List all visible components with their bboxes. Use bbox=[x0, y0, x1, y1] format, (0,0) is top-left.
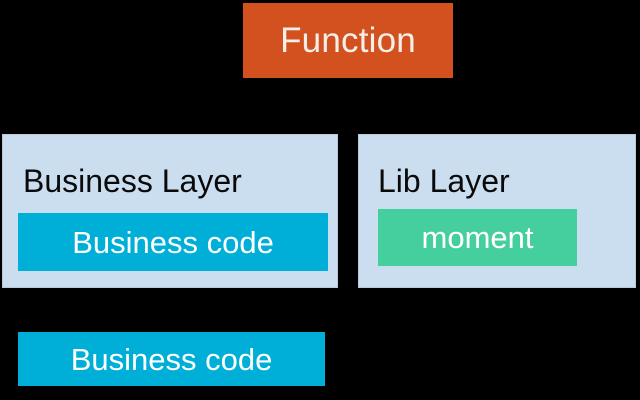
business-code-standalone-chip-label: Business code bbox=[70, 341, 273, 377]
business-layer-panel[interactable]: Business Layer Business code bbox=[2, 134, 338, 288]
moment-chip-label: moment bbox=[421, 220, 534, 255]
business-code-standalone-chip[interactable]: Business code bbox=[18, 332, 325, 386]
business-code-chip-label: Business code bbox=[72, 224, 274, 260]
business-code-chip[interactable]: Business code bbox=[18, 213, 328, 271]
lib-layer-title: Lib Layer bbox=[378, 163, 510, 199]
lib-layer-panel[interactable]: Lib Layer moment bbox=[358, 134, 636, 288]
function-node[interactable]: Function bbox=[243, 3, 453, 78]
moment-chip[interactable]: moment bbox=[378, 209, 577, 266]
business-layer-title: Business Layer bbox=[23, 163, 242, 199]
function-node-label: Function bbox=[280, 21, 416, 60]
